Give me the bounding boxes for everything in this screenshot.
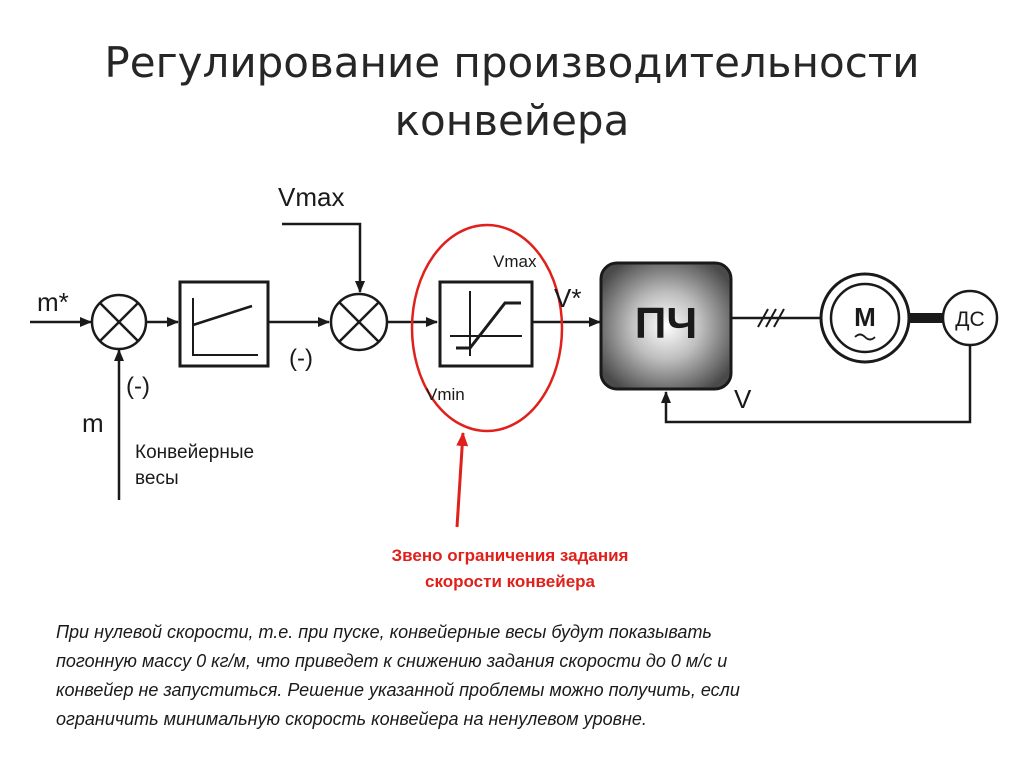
note-line-1: При нулевой скорости, т.е. при пуске, ко… [56,622,712,642]
title-line-2: конвейера [394,96,630,145]
note-line-4: ограничить минимальную скорость конвейер… [56,709,647,729]
slide-title: Регулирование производительности конвейе… [0,34,1024,150]
summing-junction-2 [329,292,389,352]
label-vmax-top: Vmax [278,182,344,212]
highlight-pointer-arrow [455,432,469,528]
label-motor: M [854,302,876,332]
label-vfd: ПЧ [635,299,698,348]
summing-junction-1 [90,293,148,351]
label-scales-line-2: весы [135,468,179,489]
motor-symbol [819,272,911,364]
label-limiter-vmax: Vmax [493,252,537,271]
highlight-ellipse [410,223,564,433]
signal-vmax-top [282,222,365,293]
label-v-star: V* [554,283,581,313]
label-feedback-v: V [734,384,752,414]
note-line-3: конвейер не запуститься. Решение указанн… [56,680,740,700]
label-scales-line-1: Конвейерные [135,442,254,463]
label-m-star: m* [37,287,69,317]
caption-line-2: скорости конвейера [425,572,595,591]
label-minus-1: (-) [126,373,150,400]
vfd-block [599,261,733,391]
label-sensor: ДС [955,308,984,331]
limiter-block [438,280,534,368]
signal-v-feedback [661,345,972,424]
note-line-2: погонную массу 0 кг/м, что приведет к сн… [56,651,728,671]
title-line-1: Регулирование производительности [104,38,920,87]
label-limiter-vmin: Vmin [426,385,465,404]
regulator-block [178,280,270,368]
explanation-note: При нулевой скорости, т.е. при пуске, ко… [56,618,986,734]
limiter-caption: Звено ограничения задания скорости конве… [330,543,690,595]
label-m: m [82,408,104,438]
label-minus-2: (-) [289,345,313,372]
caption-line-1: Звено ограничения задания [391,546,629,565]
three-phase-marker [757,308,785,328]
